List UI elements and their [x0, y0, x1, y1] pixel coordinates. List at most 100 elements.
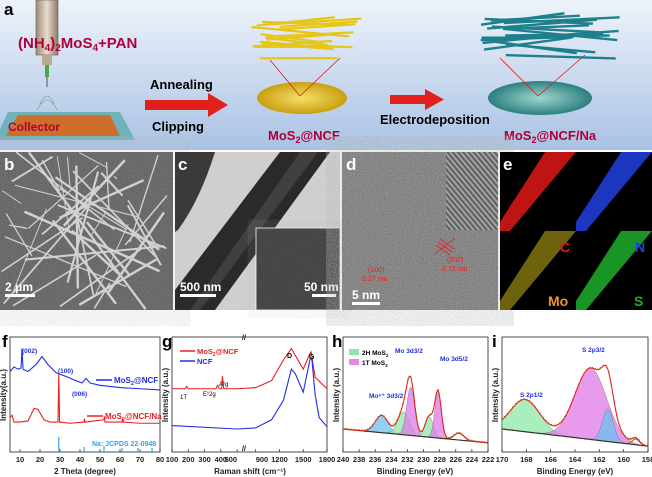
scale-bar-label: 5 nm [352, 288, 380, 302]
xps-data-point [369, 426, 371, 429]
xps-data-point [512, 406, 514, 408]
collector-plate [0, 112, 135, 140]
panel-d-hrtem-image: (002) 0.72 nm (100) 0.27 nm d 5 nm [342, 152, 498, 310]
xps-data-point [410, 376, 412, 379]
panel-a-schematic: a (NH4)2MoS4+PAN Collector Annealing Cli… [0, 0, 652, 150]
x-axis-label: Binding Energy (eV) [537, 467, 614, 476]
plot-frame [342, 336, 489, 453]
scale-bar [5, 294, 35, 297]
x-tick-label: 10 [16, 455, 24, 464]
xps-data-point [597, 368, 599, 370]
xps-data-point [453, 433, 456, 436]
xps-data-point [632, 436, 635, 439]
xps-data-point [374, 419, 377, 422]
arrow-annealing-icon [145, 93, 228, 117]
xps-data-point [464, 436, 467, 439]
panel-letter-h: h [332, 332, 342, 351]
sem-fiber [90, 212, 106, 236]
xps-data-point [558, 422, 561, 425]
fiber-line [490, 14, 580, 22]
xps-data-point [385, 418, 388, 421]
xps-data-point [580, 377, 583, 379]
fiber-line [505, 53, 616, 60]
xps-data-point [627, 437, 629, 440]
plot-frame [9, 336, 161, 453]
xps-data-point [361, 429, 363, 431]
lattice-plane-100: (100) [368, 267, 384, 274]
xps-data-point [640, 442, 643, 444]
xps-data-point [380, 414, 382, 416]
nanofiber-disc-1 [251, 16, 362, 114]
arrow-electrodeposition-icon [390, 89, 444, 110]
axis-break-mark: // [242, 335, 246, 342]
legend-swatch-2h [349, 349, 359, 355]
fiber-line [483, 36, 571, 51]
xps-data-point [480, 440, 483, 443]
x-tick-label: 160 [617, 455, 630, 464]
fiber-line [508, 24, 590, 30]
xps-data-point [429, 413, 431, 416]
scale-bar [352, 302, 380, 305]
xps-data-point [382, 415, 385, 417]
collector-label: Collector [8, 120, 60, 134]
xps-data-point [564, 415, 566, 418]
x-tick-label: 500 [225, 455, 238, 464]
eds-map-c [500, 152, 576, 231]
sem-fiber [5, 213, 33, 257]
sem-fiber [41, 185, 100, 236]
xps-data-point [616, 415, 618, 417]
xps-data-point [539, 413, 542, 415]
sem-fiber [24, 245, 165, 261]
sem-fiber [27, 151, 147, 310]
sem-fiber [2, 190, 22, 204]
x-tick-label: 164 [569, 455, 582, 464]
eds-map-mo [500, 231, 576, 310]
peak-label-mo3d52: Mo 3d5/2 [440, 356, 468, 363]
x-tick-label: 166 [544, 455, 557, 464]
xrd-series-1 [9, 373, 160, 424]
x-tick-label: 238 [353, 455, 366, 464]
xps-data-point [550, 423, 553, 426]
xps-data-point [517, 400, 520, 403]
xps-data-point [404, 390, 407, 393]
x-tick-label: 168 [520, 455, 533, 464]
fiber-line [256, 16, 335, 27]
sem-fiber [75, 165, 80, 289]
xps-data-point [467, 438, 469, 441]
xps-data-point [525, 398, 528, 401]
reference-label: Na: JCPDS 22-0948 [92, 441, 156, 448]
xps-data-point [434, 397, 437, 399]
precursor-label: (NH4)2MoS4+PAN [18, 35, 137, 54]
xps-data-point [509, 409, 512, 412]
fiber-line [505, 43, 596, 54]
x-tick-label: 1800 [319, 455, 336, 464]
step-annealing-label: Annealing [150, 77, 213, 92]
xps-data-point [437, 389, 439, 391]
x-axis-label: Binding Energy (eV) [377, 467, 454, 476]
sem-fiber [113, 175, 118, 180]
product2-label: MoS2@NCF/Na [504, 128, 597, 145]
panel-letter-a: a [4, 0, 14, 19]
x-tick-label: 70 [136, 455, 144, 464]
xps-data-point [353, 428, 355, 431]
legend-2h-mos2: 2H MoS2 [362, 350, 389, 358]
xps-data-point [613, 400, 616, 403]
peak-label-g: G [309, 354, 315, 361]
xps-data-point [610, 384, 613, 387]
xps-data-point [566, 410, 569, 413]
legend-ncf: NCF [197, 357, 213, 366]
xps-data-point [407, 377, 410, 380]
xps-data-point [350, 428, 352, 431]
xps-data-point [472, 440, 475, 442]
xps-data-point [388, 422, 391, 425]
xps-data-point [426, 417, 429, 419]
fiber-line [262, 20, 350, 26]
x-tick-label: 170 [496, 455, 509, 464]
peak-label-a1g: A¹g [219, 382, 228, 388]
xps-data-point [412, 393, 415, 396]
panel-e-eds-maps: e C N Mo S [500, 152, 652, 310]
xps-data-point [377, 415, 380, 418]
sem-fiber [93, 282, 111, 309]
